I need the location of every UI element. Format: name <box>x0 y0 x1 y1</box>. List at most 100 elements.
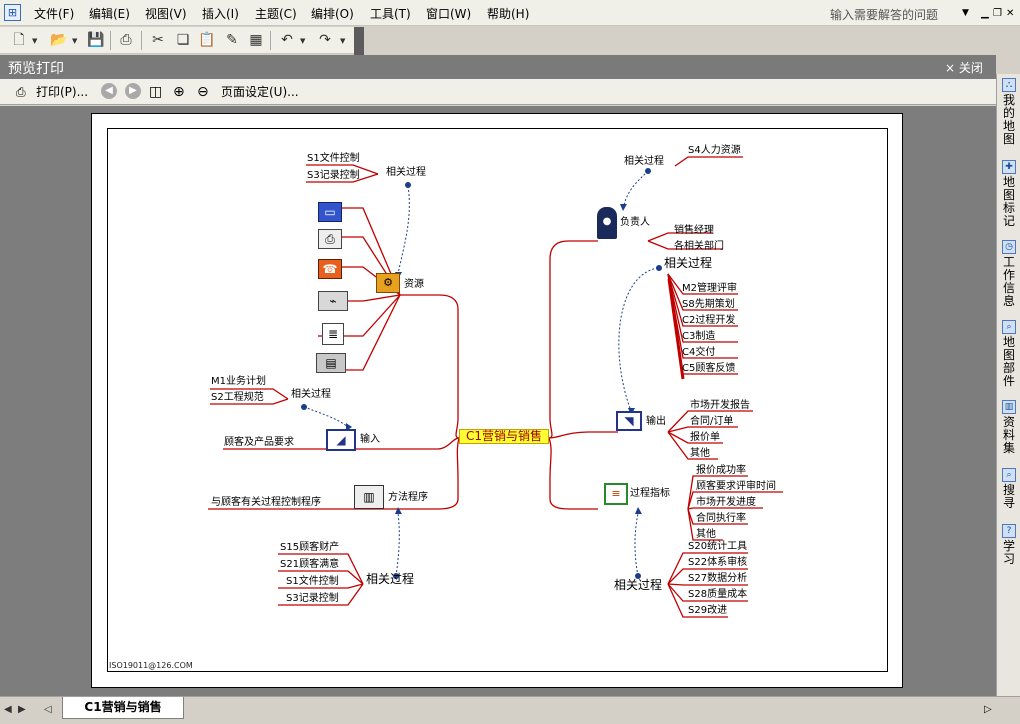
undo-icon[interactable]: ↶ <box>281 32 293 48</box>
tab-my-maps[interactable]: ⛬ 我的地图 <box>1002 78 1016 146</box>
page-layout-icon[interactable]: ◫ <box>149 84 163 100</box>
indicator-item[interactable]: 合同执行率 <box>696 513 746 524</box>
toolbar-grip[interactable] <box>354 27 364 79</box>
method-label[interactable]: 方法程序 <box>388 492 428 503</box>
tab-search[interactable]: ⌕ 搜寻 <box>1002 468 1016 510</box>
owner-related-item[interactable]: S4人力资源 <box>688 145 741 156</box>
method-related-item[interactable]: S21顾客满意 <box>280 559 340 570</box>
redo-icon[interactable]: ↷ <box>319 32 331 48</box>
app-icon[interactable]: ⊞ <box>4 4 21 21</box>
tab-learn[interactable]: ? 学习 <box>1002 524 1016 566</box>
output-label[interactable]: 输出 <box>646 416 666 427</box>
input-leaf[interactable]: 顾客及产品要求 <box>224 437 294 448</box>
tab-library[interactable]: ▥ 资料集 <box>1002 400 1016 455</box>
open-folder-icon[interactable]: 📂 <box>50 32 68 48</box>
output-item[interactable]: 其他 <box>690 448 710 459</box>
format-painter-icon[interactable]: ✎ <box>226 32 238 48</box>
owner-related-label[interactable]: 相关过程 <box>624 156 664 167</box>
menu-tools[interactable]: 工具(T) <box>370 7 411 21</box>
related-process-item[interactable]: C3制造 <box>682 331 716 342</box>
related-process-label[interactable]: 相关过程 <box>664 256 713 270</box>
tab-map-parts[interactable]: ⌕ 地图部件 <box>1002 320 1016 388</box>
sheet-first-icon[interactable]: ◀ <box>4 704 12 715</box>
related-process-item[interactable]: C5顾客反馈 <box>682 363 736 374</box>
sheet-next-icon[interactable]: ▶ <box>18 704 26 715</box>
tab-work-info[interactable]: ◷ 工作信息 <box>1002 240 1016 308</box>
owner-label[interactable]: 负责人 <box>620 217 650 228</box>
input-label[interactable]: 输入 <box>360 434 380 445</box>
menu-edit[interactable]: 编辑(E) <box>89 7 130 21</box>
new-map-icon[interactable]: 🗋 <box>13 32 25 48</box>
indicators-related-item[interactable]: S29改进 <box>688 605 728 616</box>
related-process-item[interactable]: M2管理评审 <box>682 283 737 294</box>
redo-dropdown-icon[interactable]: ▼ <box>340 37 346 45</box>
zoom-in-icon[interactable]: ⊕ <box>173 84 185 100</box>
menu-help[interactable]: 帮助(H) <box>487 7 530 21</box>
indicators-related-label[interactable]: 相关过程 <box>614 578 663 592</box>
minimize-icon[interactable]: ▁ <box>981 8 989 19</box>
new-dropdown-icon[interactable]: ▼ <box>32 37 38 45</box>
zoom-out-icon[interactable]: ⊖ <box>197 84 209 100</box>
indicator-item[interactable]: 报价成功率 <box>696 465 746 476</box>
output-item[interactable]: 合同/订单 <box>690 416 734 427</box>
sheet-tab[interactable]: C1营销与销售 <box>62 697 184 719</box>
menu-topic[interactable]: 主题(C) <box>255 7 297 21</box>
resources-related-item[interactable]: S3记录控制 <box>307 170 360 181</box>
indicator-item[interactable]: 市场开发进度 <box>696 497 756 508</box>
search-icon: ⌕ <box>1002 468 1016 482</box>
resources-related-item[interactable]: S1文件控制 <box>307 153 360 164</box>
central-topic[interactable]: C1营销与销售 <box>459 429 549 444</box>
sheet-scroll-right-icon[interactable]: ▷ <box>984 704 992 715</box>
menu-window[interactable]: 窗口(W) <box>426 7 472 21</box>
output-item[interactable]: 市场开发报告 <box>690 400 750 411</box>
menu-insert[interactable]: 插入(I) <box>202 7 239 21</box>
method-leaf[interactable]: 与顾客有关过程控制程序 <box>211 497 321 508</box>
sheet-scroll-left-icon[interactable]: ◁ <box>44 704 52 715</box>
input-related-item[interactable]: M1业务计划 <box>211 376 266 387</box>
print-icon[interactable]: ⎙ <box>120 32 132 48</box>
preview-canvas[interactable]: C1营销与销售 ⚙ 资源 ▭ ⎙ ☎ ⌁ ≣ ▤ 相关过程 S1文件控制 S3记… <box>0 106 996 696</box>
resources-related-label[interactable]: 相关过程 <box>386 167 426 178</box>
indicators-label[interactable]: 过程指标 <box>630 488 670 499</box>
output-item[interactable]: 报价单 <box>690 432 720 443</box>
method-related-label[interactable]: 相关过程 <box>366 572 415 586</box>
help-dropdown-icon[interactable]: ▼ <box>962 8 969 18</box>
tab-map-markers[interactable]: ✚ 地图标记 <box>1002 160 1016 228</box>
related-process-item[interactable]: S8先期策划 <box>682 299 735 310</box>
close-preview-button[interactable]: × 关闭 <box>945 61 983 75</box>
cut-icon[interactable]: ✂ <box>152 32 164 48</box>
close-window-icon[interactable]: ✕ <box>1006 8 1015 19</box>
page-setup-button[interactable]: 页面设定(U)... <box>221 85 299 99</box>
method-related-item[interactable]: S3记录控制 <box>286 593 339 604</box>
indicator-item[interactable]: 其他 <box>696 529 716 540</box>
method-related-item[interactable]: S1文件控制 <box>286 576 339 587</box>
next-page-icon[interactable]: ▶ <box>125 83 141 99</box>
related-process-item[interactable]: C2过程开发 <box>682 315 736 326</box>
menu-arrange[interactable]: 编排(O) <box>311 7 354 21</box>
menu-file[interactable]: 文件(F) <box>34 7 75 21</box>
resources-label[interactable]: 资源 <box>404 279 424 290</box>
input-related-label[interactable]: 相关过程 <box>291 389 331 400</box>
indicators-related-item[interactable]: S27数据分析 <box>688 573 748 584</box>
paste-icon[interactable]: 📋 <box>198 32 216 48</box>
owner-item[interactable]: 各相关部门 <box>674 241 724 252</box>
indicators-related-item[interactable]: S28质量成本 <box>688 589 748 600</box>
related-process-item[interactable]: C4交付 <box>682 347 716 358</box>
print-button[interactable]: 打印(P)... <box>36 85 89 99</box>
save-icon[interactable]: 💾 <box>87 32 105 48</box>
indicators-related-item[interactable]: S20统计工具 <box>688 541 748 552</box>
help-search-input[interactable]: 输入需要解答的问题 <box>830 8 939 22</box>
print-small-icon[interactable]: ⎙ <box>16 85 26 99</box>
input-related-item[interactable]: S2工程规范 <box>211 392 264 403</box>
format-copy-icon[interactable]: ▦ <box>249 32 263 48</box>
menu-view[interactable]: 视图(V) <box>145 7 187 21</box>
method-related-item[interactable]: S15顾客财产 <box>280 542 340 553</box>
owner-item[interactable]: 销售经理 <box>674 225 714 236</box>
prev-page-icon[interactable]: ◀ <box>101 83 117 99</box>
undo-dropdown-icon[interactable]: ▼ <box>300 37 306 45</box>
open-dropdown-icon[interactable]: ▼ <box>72 37 78 45</box>
restore-icon[interactable]: ❐ <box>993 8 1002 19</box>
copy-icon[interactable]: ❏ <box>176 32 190 48</box>
indicator-item[interactable]: 顾客要求评审时间 <box>696 481 776 492</box>
indicators-related-item[interactable]: S22体系审核 <box>688 557 748 568</box>
